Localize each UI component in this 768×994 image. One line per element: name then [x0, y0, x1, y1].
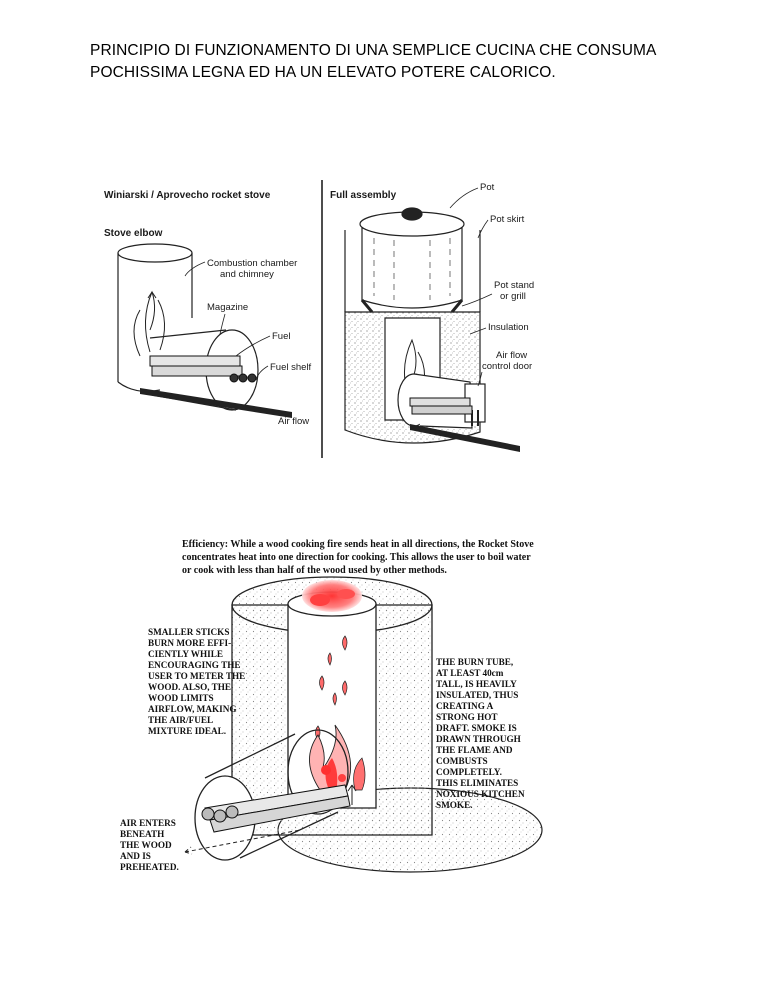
right-note-line: NOXIOUS KITCHEN [436, 789, 525, 799]
page-title: PRINCIPIO DI FUNZIONAMENTO DI UNA SEMPLI… [90, 40, 690, 84]
right-note-line: TALL, IS HEAVILY [436, 679, 517, 689]
page-title-line-2: POCHISSIMA LEGNA ED HA UN ELEVATO POTERE… [90, 64, 556, 81]
leader-pot [449, 187, 479, 209]
left-note-line: CIENTLY WHILE [148, 649, 223, 659]
label-airflow-door-2: control door [482, 361, 532, 372]
right-note-line: THE BURN TUBE, [436, 657, 513, 667]
right-note-line: THIS ELIMINATES [436, 778, 518, 788]
label-insulation: Insulation [488, 322, 529, 333]
label-combustion-2: and chimney [220, 269, 274, 280]
label-air-flow: Air flow [278, 416, 309, 427]
label-combustion-1: Combustion chamber [207, 258, 297, 269]
air-note-line: THE WOOD [120, 840, 172, 850]
fire-top [302, 580, 362, 612]
left-note: SMALLER STICKS BURN MORE EFFI- CIENTLY W… [148, 627, 245, 736]
pot [359, 207, 465, 309]
label-pot: Pot [480, 182, 495, 193]
right-note-line: DRAWN THROUGH [436, 734, 521, 744]
right-note: THE BURN TUBE, AT LEAST 40cm TALL, IS HE… [436, 657, 525, 810]
leader-pot-skirt [477, 219, 489, 239]
label-pot-stand-1: Pot stand [494, 280, 534, 291]
efficiency-line-1: Efficiency: While a wood cooking fire se… [182, 539, 534, 550]
right-note-line: SMOKE. [436, 800, 473, 810]
label-fuel-shelf: Fuel shelf [270, 362, 312, 373]
leader-combustion [184, 261, 206, 277]
left-note-line: AIRFLOW, MAKING [148, 704, 236, 714]
right-note-line: COMPLETELY. [436, 767, 502, 777]
label-airflow-door-1: Air flow [496, 350, 527, 361]
rising-flames [309, 635, 366, 792]
right-note-line: STRONG HOT [436, 712, 498, 722]
left-note-line: WOOD. ALSO, THE [148, 682, 231, 692]
efficiency-line-3: or cook with less than half of the wood … [182, 565, 447, 576]
wood-sticks [201, 784, 351, 833]
air-note-line: AIR ENTERS [120, 818, 176, 828]
diagram2-heading: Full assembly [330, 190, 397, 201]
assembly-air-strip [410, 424, 520, 452]
efficiency-line-2: concentrates heat into one direction for… [182, 552, 531, 563]
right-note-line: INSULATED, THUS [436, 690, 518, 700]
fuel-shelf [140, 388, 292, 418]
chimney-cylinder [117, 243, 193, 392]
left-note-line: THE AIR/FUEL [148, 715, 213, 725]
left-note-line: BURN MORE EFFI- [148, 638, 231, 648]
label-fuel: Fuel [272, 331, 290, 342]
label-pot-skirt: Pot skirt [490, 214, 525, 225]
air-note-line: PREHEATED. [120, 862, 179, 872]
leader-magazine [219, 313, 226, 335]
flame-arrows [133, 290, 165, 357]
leader-airflow-door [477, 371, 483, 387]
air-note-line: AND IS [120, 851, 151, 861]
label-pot-stand-2: or grill [500, 291, 526, 302]
leader-insulation [469, 327, 487, 335]
leader-fuel-shelf [255, 365, 269, 381]
air-arrows [184, 829, 301, 855]
leader-pot-stand [461, 293, 493, 307]
label-magazine: Magazine [207, 302, 248, 313]
air-arrow-up [347, 784, 357, 805]
air-note-line: BENEATH [120, 829, 164, 839]
left-note-line: ENCOURAGING THE [148, 660, 241, 670]
right-note-line: CREATING A [436, 701, 494, 711]
right-note-line: THE FLAME AND [436, 745, 513, 755]
pot-stand [360, 299, 464, 313]
left-note-line: WOOD LIMITS [148, 693, 214, 703]
left-note-line: MIXTURE IDEAL. [148, 726, 226, 736]
right-note-line: DRAFT. SMOKE IS [436, 723, 517, 733]
left-note-line: SMALLER STICKS [148, 627, 229, 637]
pot-dashes [373, 238, 451, 300]
diagram1-heading: Winiarski / Aprovecho rocket stove [104, 190, 271, 201]
right-note-line: AT LEAST 40cm [436, 668, 504, 678]
fuel-logs [149, 355, 257, 383]
diagram1-subheading: Stove elbow [104, 228, 163, 239]
leader-fuel [235, 335, 271, 357]
left-note-line: USER TO METER THE [148, 671, 245, 681]
assembly-logs [409, 397, 473, 415]
right-note-line: COMBUSTS [436, 756, 488, 766]
air-note: AIR ENTERS BENEATH THE WOOD AND IS PREHE… [120, 818, 179, 872]
page-title-line-1: PRINCIPIO DI FUNZIONAMENTO DI UNA SEMPLI… [90, 42, 657, 59]
